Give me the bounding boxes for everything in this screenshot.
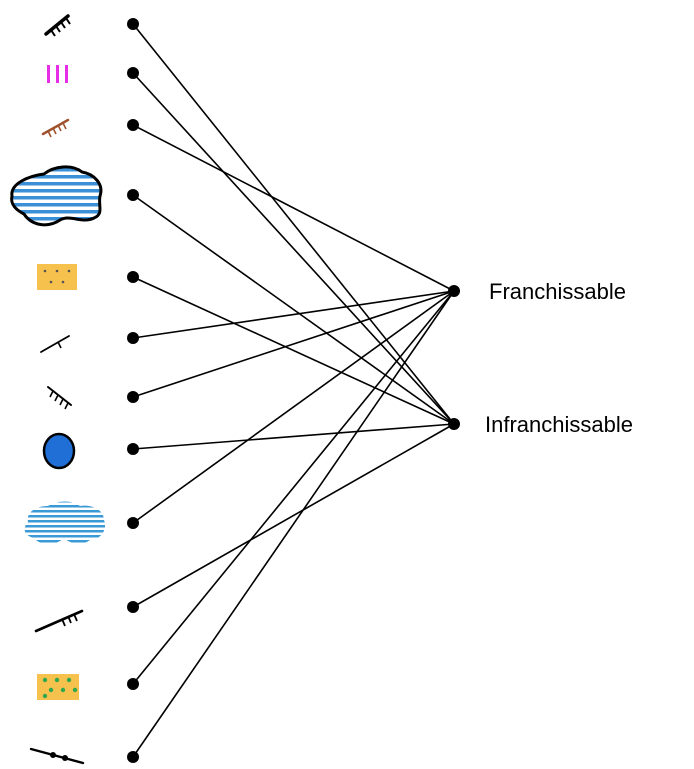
connector-line	[132, 290, 455, 685]
symbol-dot	[127, 751, 139, 763]
small-black-cliff-icon	[40, 335, 70, 353]
wall-fence-line-icon	[29, 747, 85, 765]
connector-lines	[132, 23, 455, 758]
magenta-triple-bars-icon	[47, 65, 68, 83]
symbol-dot	[127, 189, 139, 201]
symbol-dot	[127, 517, 139, 529]
target-dot-franchissable	[448, 285, 460, 297]
connector-line	[132, 423, 455, 450]
connector-line	[132, 290, 455, 524]
connector-line	[132, 276, 455, 425]
brown-earth-bank-icon	[41, 118, 70, 138]
connector-line	[132, 72, 455, 425]
symbol-dots	[127, 18, 139, 763]
small-rock-wall-icon	[47, 386, 72, 410]
hatched-blue-marsh-icon	[24, 501, 106, 544]
connector-line	[132, 290, 455, 339]
target-label-franchissable: Franchissable	[489, 279, 626, 304]
orange-dotted-area-icon	[37, 264, 77, 290]
blue-pond-icon	[42, 432, 76, 470]
target-infranchissable: Infranchissable	[448, 412, 633, 437]
large-hatched-blue-lake-icon	[10, 165, 103, 227]
symbol-dot	[127, 18, 139, 30]
symbol-dot	[127, 443, 139, 455]
symbol-dot	[127, 67, 139, 79]
large-black-cliff-icon	[34, 609, 84, 633]
target-franchissable: Franchissable	[448, 279, 626, 304]
connector-line	[132, 194, 455, 425]
symbol-dot	[127, 601, 139, 613]
symbol-dot	[127, 678, 139, 690]
symbol-dot	[127, 391, 139, 403]
target-dot-infranchissable	[448, 418, 460, 430]
target-label-infranchissable: Infranchissable	[485, 412, 633, 437]
connector-line	[132, 423, 455, 608]
symbol-dot	[127, 332, 139, 344]
connector-line	[132, 290, 455, 758]
symbol-dot	[127, 119, 139, 131]
connector-line	[132, 124, 455, 292]
orange-green-dotted-area-icon	[37, 674, 79, 700]
symbol-dot	[127, 271, 139, 283]
steep-cliff-black-icon	[44, 14, 71, 37]
connector-line	[132, 290, 455, 398]
connector-line	[132, 23, 455, 425]
